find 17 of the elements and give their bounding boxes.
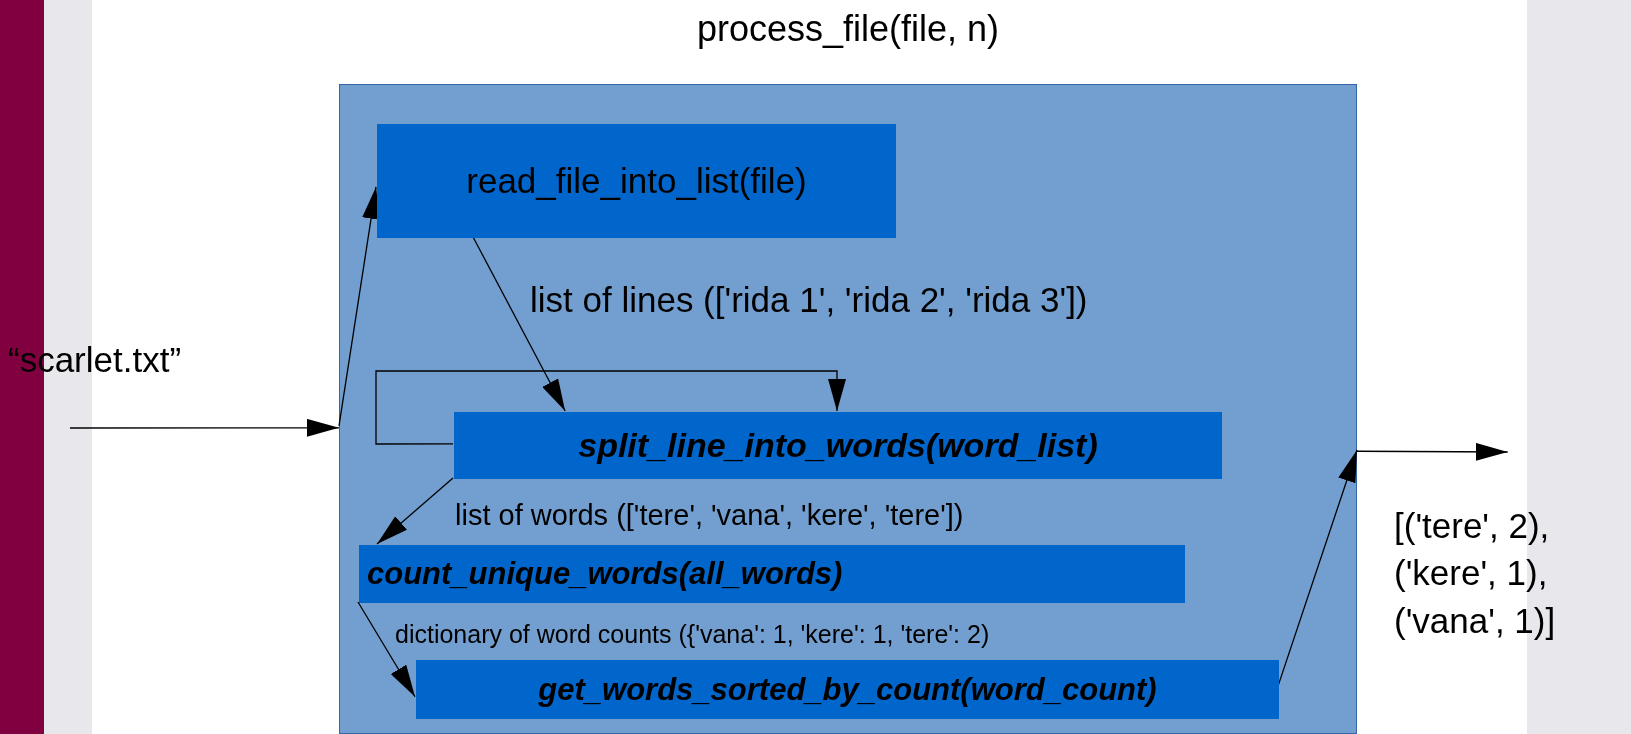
function-box: get_words_sorted_by_count(word_count) bbox=[416, 660, 1279, 719]
arrow bbox=[338, 186, 380, 427]
arrow bbox=[376, 477, 454, 545]
edge-label: list of lines (['rida 1', 'rida 2', 'rida 3']) bbox=[530, 280, 1088, 320]
arrow bbox=[375, 370, 846, 445]
function-box: split_line_into_words(word_list) bbox=[454, 412, 1222, 479]
edge-label: list of words (['tere', 'vana', 'kere', 'tere']) bbox=[455, 499, 964, 532]
arrow bbox=[472, 236, 566, 412]
arrow bbox=[69, 418, 340, 437]
edge-label: dictionary of word counts ({'vana': 1, 'kere': 1, 'tere': 2) bbox=[395, 620, 990, 649]
output-text: [('tere', 2), ('kere', 1), ('vana', 1)] bbox=[1394, 452, 1626, 722]
function-title: process_file(file, n) bbox=[695, 8, 1001, 50]
function-box: read_file_into_list(file) bbox=[377, 124, 896, 238]
arrow bbox=[1356, 442, 1509, 461]
function-box: count_unique_words(all_words) bbox=[359, 545, 1185, 603]
arrow bbox=[1277, 449, 1358, 687]
arrow bbox=[357, 601, 416, 698]
